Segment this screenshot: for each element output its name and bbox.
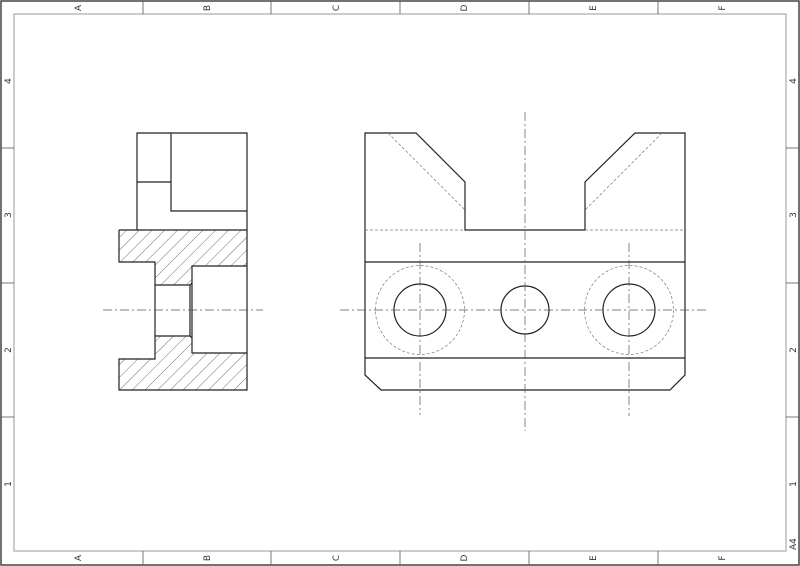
- hatch-lower: [119, 336, 247, 390]
- inner-frame: [13, 13, 787, 552]
- col-label: E: [589, 555, 599, 561]
- col-label: B: [203, 555, 213, 561]
- col-label: B: [203, 5, 213, 11]
- column-labels-bottom: A B C D E F: [74, 554, 728, 561]
- col-label: F: [718, 5, 728, 10]
- counterbore-right: [584, 265, 674, 355]
- row-label: 3: [789, 212, 799, 218]
- row-labels-right: 4 3 2 1: [789, 78, 799, 487]
- col-label: E: [589, 5, 599, 11]
- row-labels-left: 4 3 2 1: [4, 78, 14, 487]
- col-label: C: [332, 555, 342, 561]
- column-labels-top: A B C D E F: [74, 4, 728, 11]
- col-label: A: [74, 4, 84, 11]
- col-label: C: [332, 5, 342, 11]
- front-view: [340, 112, 708, 431]
- col-label: F: [718, 555, 728, 560]
- row-label: 2: [789, 347, 799, 353]
- hole-center: [500, 285, 550, 335]
- row-label: 4: [4, 78, 14, 84]
- hatch-upper: [119, 230, 247, 285]
- section-side-view: [103, 132, 263, 391]
- row-label: 1: [4, 481, 14, 487]
- col-label: D: [460, 554, 470, 561]
- col-label: D: [460, 4, 470, 11]
- row-label: 3: [4, 212, 14, 218]
- col-label: A: [74, 554, 84, 561]
- row-label: 1: [789, 481, 799, 487]
- row-label: 2: [4, 347, 14, 353]
- row-label: 4: [789, 78, 799, 84]
- sheet-size-label: A4: [789, 538, 799, 550]
